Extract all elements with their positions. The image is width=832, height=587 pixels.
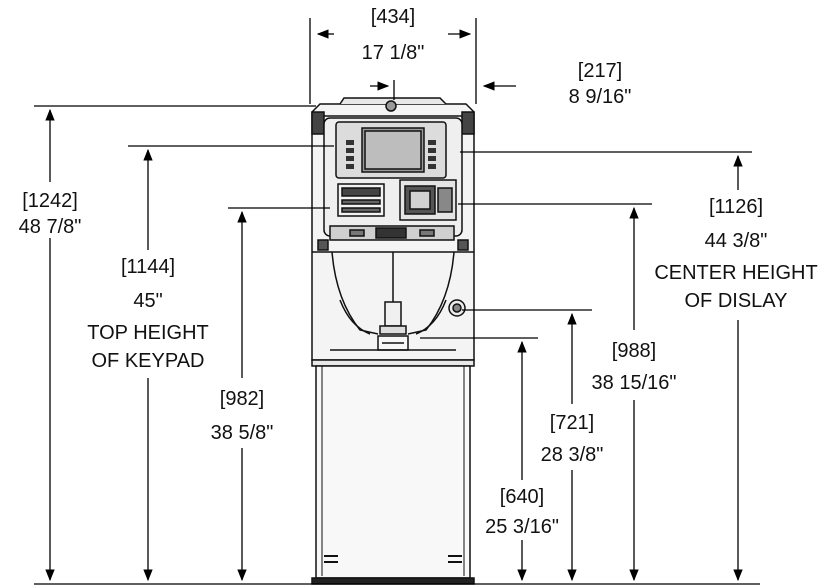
display-caption-1: CENTER HEIGHT bbox=[654, 262, 818, 284]
overall-height-mm-label: [1242] bbox=[22, 190, 78, 212]
display-height-mm-label: [1126] bbox=[708, 196, 764, 218]
overall-height-in-label: 48 7/8" bbox=[18, 216, 82, 238]
h988-mm-label: [988] bbox=[611, 340, 657, 362]
depth-mm-label: [217] bbox=[577, 60, 623, 82]
h988-in-label: 38 15/16" bbox=[591, 372, 677, 394]
dimension-lines bbox=[34, 18, 760, 585]
h982-in-label: 38 5/8" bbox=[210, 422, 274, 444]
keypad-height-in-label: 45" bbox=[133, 290, 163, 312]
keypad-caption-2: OF KEYPAD bbox=[91, 350, 205, 372]
h982-mm-label: [982] bbox=[219, 388, 265, 410]
keypad-caption-1: TOP HEIGHT bbox=[87, 322, 209, 344]
keypad-height-mm-label: [1144] bbox=[120, 256, 176, 278]
h721-in-label: 28 3/8" bbox=[540, 444, 604, 466]
depth-in-label: 8 9/16" bbox=[568, 86, 632, 108]
h640-mm-label: [640] bbox=[499, 486, 545, 508]
display-caption-2: OF DISLAY bbox=[684, 290, 788, 312]
width-in-label: 17 1/8" bbox=[361, 42, 425, 64]
h640-in-label: 25 3/16" bbox=[485, 516, 559, 538]
h721-mm-label: [721] bbox=[549, 412, 595, 434]
width-mm-label: [434] bbox=[370, 6, 416, 28]
kiosk-unit bbox=[311, 97, 475, 585]
display-height-in-label: 44 3/8" bbox=[704, 230, 768, 252]
